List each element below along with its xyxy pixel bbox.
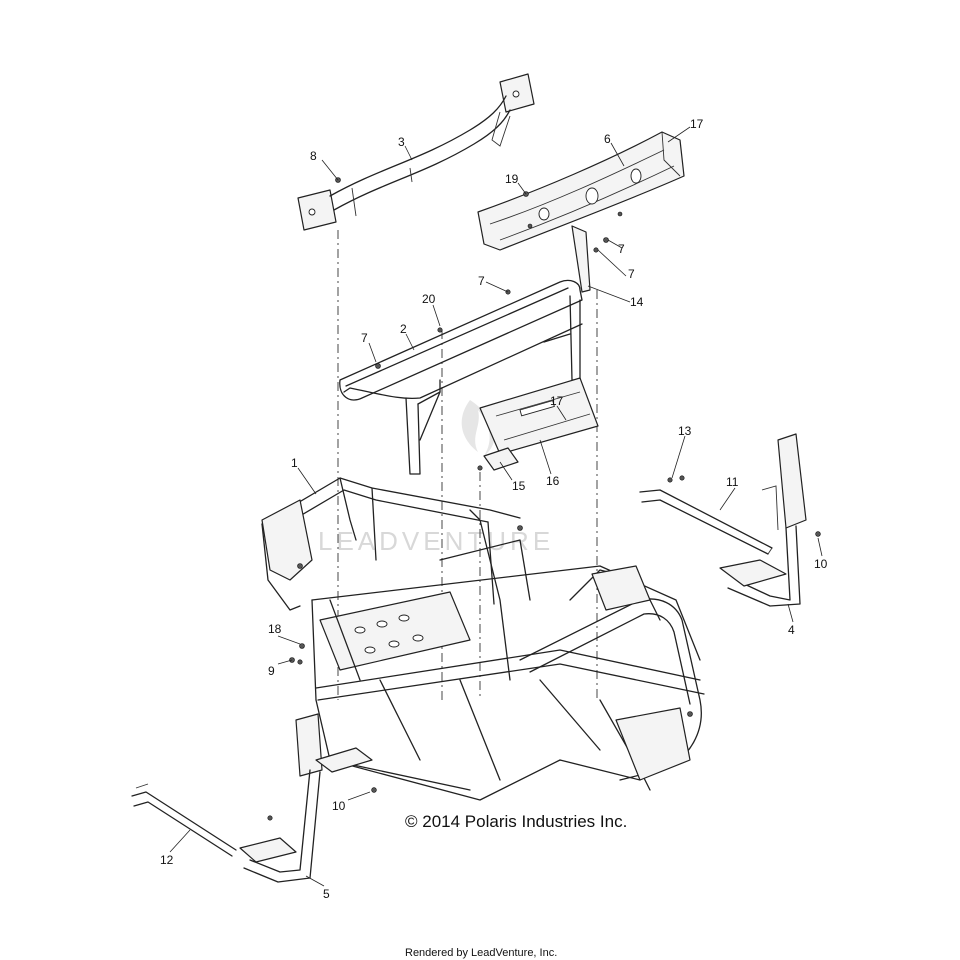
callout-2: 2 (400, 322, 407, 336)
callout-18: 18 (268, 622, 282, 636)
callout-3: 3 (398, 135, 405, 149)
part-6-bulkhead (477, 131, 685, 251)
callout-1: 1 (291, 456, 298, 470)
callout-4: 4 (788, 623, 795, 637)
callout-8: 8 (310, 149, 317, 163)
part-11-rail (639, 475, 773, 555)
callout-15: 15 (512, 479, 526, 493)
callout-5: 5 (323, 887, 330, 901)
part-2-upper-frame (339, 279, 583, 475)
watermark: LEADVENTURE (318, 400, 554, 556)
callout-6: 6 (604, 132, 611, 146)
callout-20: 20 (422, 292, 436, 306)
callout-13: 13 (678, 424, 692, 438)
callout-7: 7 (628, 267, 635, 281)
callout-11: 11 (726, 475, 739, 489)
callout-7: 7 (618, 242, 625, 256)
watermark-text: LEADVENTURE (318, 526, 554, 556)
callout-7: 7 (361, 331, 368, 345)
part-3-cross-tube (297, 73, 535, 231)
callout-14: 14 (630, 295, 644, 309)
callout-17: 17 (550, 394, 564, 408)
part-14-bracket (571, 225, 599, 293)
part-16-skid-plate (479, 377, 599, 455)
callout-10: 10 (814, 557, 828, 571)
callout-16: 16 (546, 474, 560, 488)
callout-9: 9 (268, 664, 275, 678)
render-credit: Rendered by LeadVenture, Inc. (405, 947, 557, 959)
part-12-rail (131, 783, 237, 857)
hardware-18-9 (289, 643, 305, 665)
callout-19: 19 (505, 172, 519, 186)
callout-labels: 8 3 6 17 19 7 7 7 14 20 2 7 17 15 16 13 … (160, 117, 828, 901)
callout-12: 12 (160, 853, 174, 867)
part-5-nerf-bar (239, 713, 377, 883)
callout-17: 17 (690, 117, 704, 131)
part-4-nerf-bar (719, 433, 821, 607)
callout-10: 10 (332, 799, 346, 813)
part-15-bracket (477, 447, 519, 471)
leader-lines (169, 126, 823, 887)
callout-7: 7 (478, 274, 485, 288)
copyright-notice: © 2014 Polaris Industries Inc. (405, 812, 627, 831)
